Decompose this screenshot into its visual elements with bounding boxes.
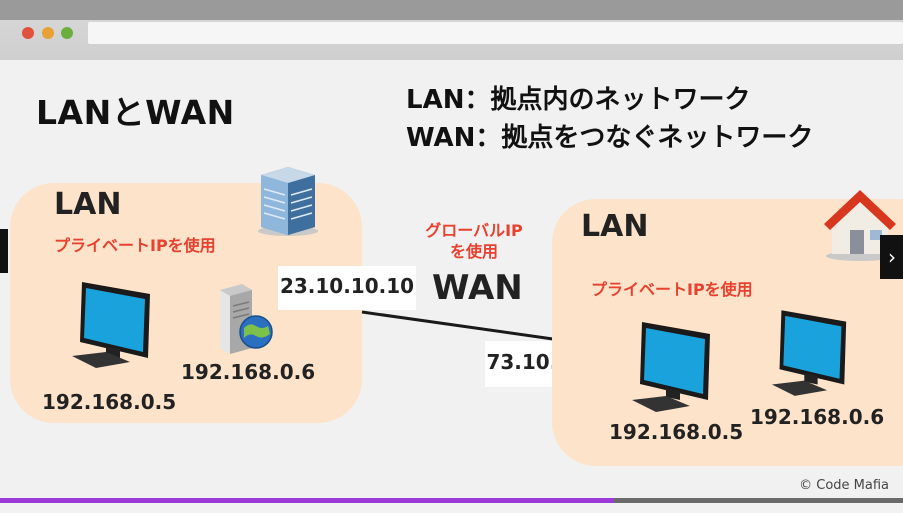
right-private-ip-note: プライベートIPを使用: [591, 280, 753, 299]
right-pc2-monitor-icon: [771, 310, 847, 396]
right-pc2-ip: 192.168.0.6: [750, 405, 885, 429]
right-pc1-monitor-icon: [632, 322, 710, 412]
browser-titlebar: [0, 0, 903, 60]
window-top-strip: [0, 0, 903, 20]
left-pc-monitor-icon: [72, 282, 150, 368]
wan-label: WAN: [432, 268, 523, 308]
global-ip-note: グローバルIP を使用: [404, 220, 544, 262]
maximize-dot-icon: [61, 27, 73, 39]
left-lan-label: LAN: [54, 187, 122, 222]
video-progress-fill: [0, 498, 615, 503]
right-lan-label: LAN: [581, 209, 649, 244]
copyright-text: © Code Mafia: [799, 478, 889, 493]
minimize-dot-icon: [42, 27, 54, 39]
left-router-ip: 23.10.10.10: [278, 266, 416, 310]
chevron-right-icon: ›: [888, 245, 896, 269]
office-building-icon: [258, 167, 318, 236]
wan-definition: WAN：拠点をつなぐネットワーク: [406, 123, 814, 153]
web-server-icon: [220, 284, 273, 354]
house-icon: [824, 190, 896, 261]
left-private-ip-note: プライベートIPを使用: [54, 236, 216, 255]
left-pc-ip: 192.168.0.5: [42, 390, 177, 414]
lan-definition: LAN：拠点内のネットワーク: [406, 85, 751, 115]
slide-title: LANとWAN: [36, 93, 235, 132]
global-ip-note-line1: グローバルIP: [425, 221, 523, 240]
right-pc1-ip: 192.168.0.5: [609, 420, 744, 444]
global-ip-note-line2: を使用: [449, 242, 498, 261]
previous-slide-button[interactable]: [0, 229, 8, 273]
close-dot-icon: [22, 27, 34, 39]
next-slide-button[interactable]: ›: [880, 235, 903, 279]
address-bar: [88, 22, 903, 44]
left-server-ip: 192.168.0.6: [181, 360, 316, 384]
